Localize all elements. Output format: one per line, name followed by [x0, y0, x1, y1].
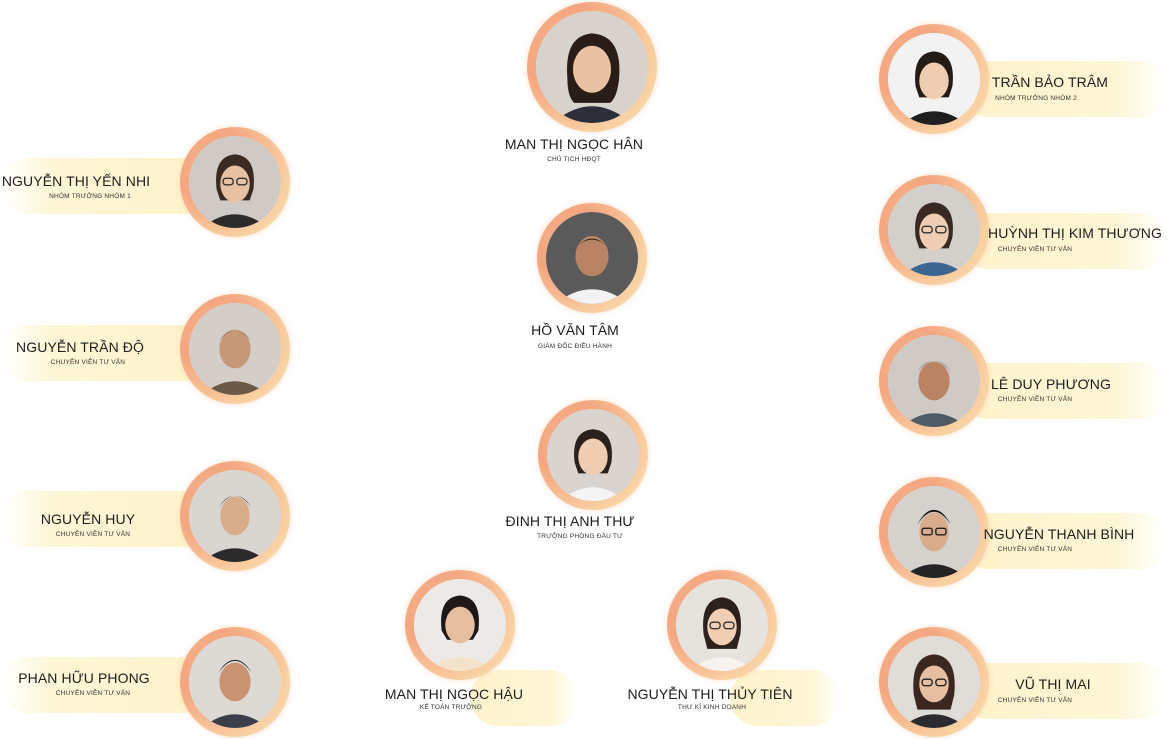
avatar-thu: [538, 400, 648, 510]
portrait-image: [546, 212, 638, 304]
portrait-image: [888, 486, 980, 578]
portrait-image: [536, 11, 648, 123]
person-role: THƯ KÍ KINH DOANH: [677, 704, 747, 711]
person-name: NGUYỄN THỊ THỦY TIÊN: [627, 686, 793, 702]
avatar-binh: [879, 477, 989, 587]
person-name: VŨ THỊ MAI: [1015, 676, 1091, 692]
person-role: CHUYÊN VIÊN TƯ VẤN: [997, 396, 1073, 403]
portrait-image: [189, 470, 281, 562]
avatar-hau: [405, 570, 515, 680]
person-role: CHUYÊN VIÊN TƯ VẤN: [997, 246, 1073, 253]
hau-tag: [470, 670, 578, 726]
person-name: NGUYỄN THANH BÌNH: [983, 526, 1135, 542]
portrait-image: [676, 579, 768, 671]
avatar-huy: [180, 461, 290, 571]
person-role: CHỦ TỊCH HĐQT: [547, 156, 601, 163]
tien-tag: [730, 670, 840, 726]
avatar-phuong: [879, 326, 989, 436]
person-role: GIÁM ĐỐC ĐIỀU HÀNH: [537, 343, 613, 350]
huy-tag: [0, 491, 210, 547]
portrait-image: [888, 636, 980, 728]
person-name: TRẦN BẢO TRÂM: [991, 74, 1109, 90]
portrait-image: [888, 33, 980, 125]
person-role: KẾ TOÁN TRƯỞNG: [419, 704, 483, 711]
person-role: CHUYÊN VIÊN TƯ VẤN: [50, 359, 126, 366]
nhi-tag: [0, 158, 210, 214]
portrait-image: [189, 136, 281, 228]
person-name: MAN THỊ NGỌC HÂN: [504, 136, 644, 152]
mai-tag: [960, 663, 1168, 719]
person-role: NHÓM TRƯỞNG NHÓM 2: [995, 95, 1077, 102]
portrait-image: [189, 636, 281, 728]
person-name: MAN THỊ NGỌC HẬU: [384, 686, 524, 702]
person-role: CHUYÊN VIÊN TƯ VẤN: [997, 546, 1073, 553]
portrait-image: [189, 303, 281, 395]
avatar-thuong: [879, 175, 989, 285]
person-role: NHÓM TRƯỞNG NHÓM 1: [49, 193, 131, 200]
avatar-mai: [879, 627, 989, 737]
person-role: CHUYÊN VIÊN TƯ VẤN: [55, 690, 131, 697]
person-name: NGUYỄN THỊ YẾN NHI: [1, 173, 151, 189]
do-tag: [0, 325, 210, 381]
binh-tag: [960, 513, 1168, 569]
person-role: TRƯỞNG PHÒNG ĐẦU TƯ: [537, 533, 623, 540]
avatar-tram: [879, 24, 989, 134]
portrait-image: [547, 409, 639, 501]
person-name: HUỲNH THỊ KIM THƯƠNG: [988, 225, 1163, 241]
avatar-han: [527, 2, 657, 132]
avatar-do: [180, 294, 290, 404]
person-name: NGUYỄN TRẦN ĐỘ: [16, 339, 144, 355]
portrait-image: [414, 579, 506, 671]
avatar-nhi: [180, 127, 290, 237]
avatar-phong: [180, 627, 290, 737]
phong-tag: [0, 657, 210, 713]
person-role: CHUYÊN VIÊN TƯ VẤN: [997, 697, 1073, 704]
tram-tag: [960, 61, 1168, 117]
thuong-tag: [960, 213, 1168, 269]
portrait-image: [888, 335, 980, 427]
avatar-tien: [667, 570, 777, 680]
person-name: HỒ VĂN TÂM: [531, 322, 619, 338]
portrait-image: [888, 184, 980, 276]
person-role: CHUYÊN VIÊN TƯ VẤN: [55, 531, 131, 538]
person-name: LÊ DUY PHƯƠNG: [991, 376, 1111, 392]
phuong-tag: [960, 363, 1168, 419]
avatar-tam: [537, 203, 647, 313]
person-name: ĐINH THỊ ANH THƯ: [505, 513, 635, 529]
person-name: NGUYỄN HUY: [40, 511, 136, 527]
person-name: PHAN HỮU PHONG: [18, 670, 150, 686]
